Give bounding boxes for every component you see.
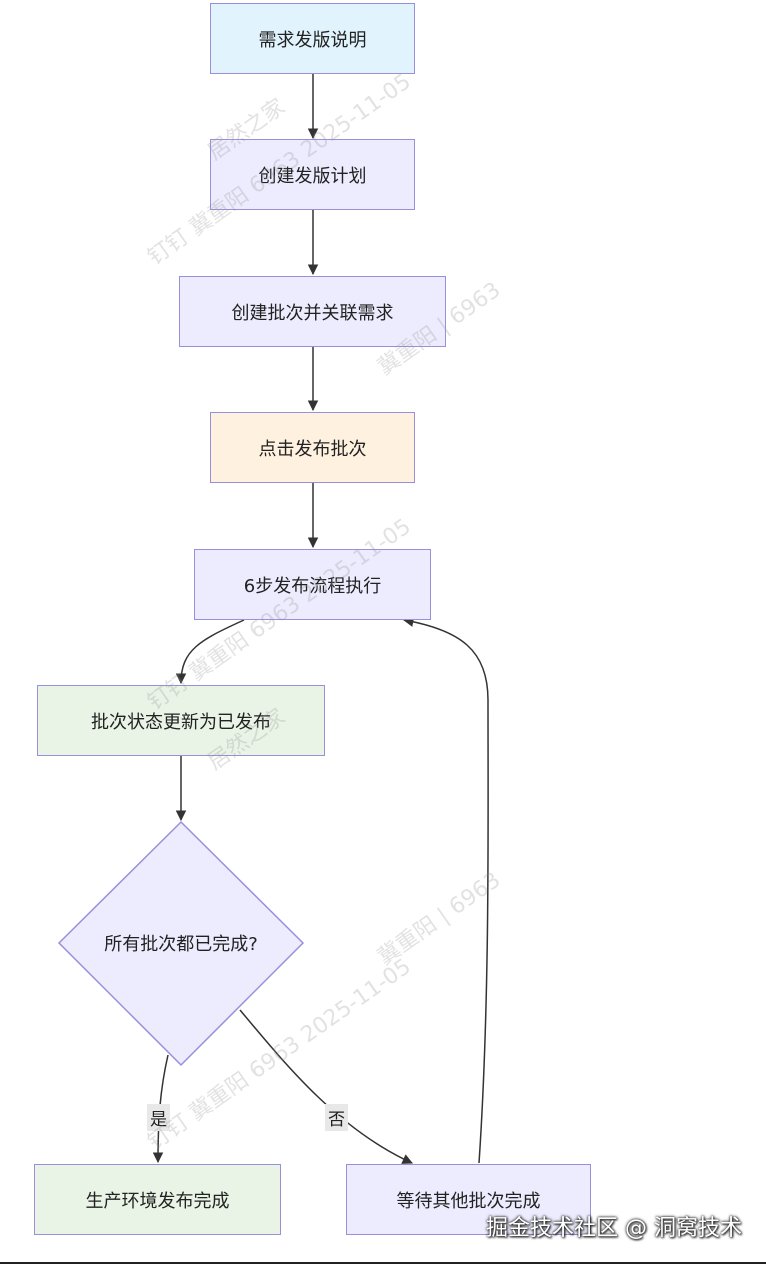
footer-credit: 掘金技术社区 @ 洞窝技术 [486,1216,742,1241]
node-create-plan-label: 创建发版计划 [258,165,367,187]
edge-label-no: 否 [325,1104,348,1131]
node-wait-others: 等待其他批次完成 [346,1164,591,1235]
edge-no-loop-back [402,616,489,1164]
node-wait-others-label: 等待其他批次完成 [396,1190,541,1212]
node-six-step-flow-label: 6步发布流程执行 [243,575,382,597]
node-six-step-flow: 6步发布流程执行 [194,549,431,620]
node-batch-status: 批次状态更新为已发布 [37,685,325,756]
node-click-publish-label: 点击发布批次 [258,438,367,460]
edge-decision-no [239,1009,413,1164]
decision-label: 所有批次都已完成? [104,934,258,955]
bottom-border [0,1262,766,1264]
node-create-batch-label: 创建批次并关联需求 [231,302,394,324]
edge-n5-n6 [175,619,245,685]
node-create-plan: 创建发版计划 [210,139,415,210]
node-release-notes: 需求发版说明 [210,3,415,74]
node-release-notes-label: 需求发版说明 [258,29,367,51]
node-batch-status-label: 批次状态更新为已发布 [91,711,271,733]
node-create-batch: 创建批次并关联需求 [179,276,446,347]
node-prod-complete-label: 生产环境发布完成 [85,1190,230,1212]
node-prod-complete: 生产环境发布完成 [34,1164,281,1235]
edge-label-yes: 是 [147,1104,170,1131]
node-click-publish: 点击发布批次 [210,412,415,483]
